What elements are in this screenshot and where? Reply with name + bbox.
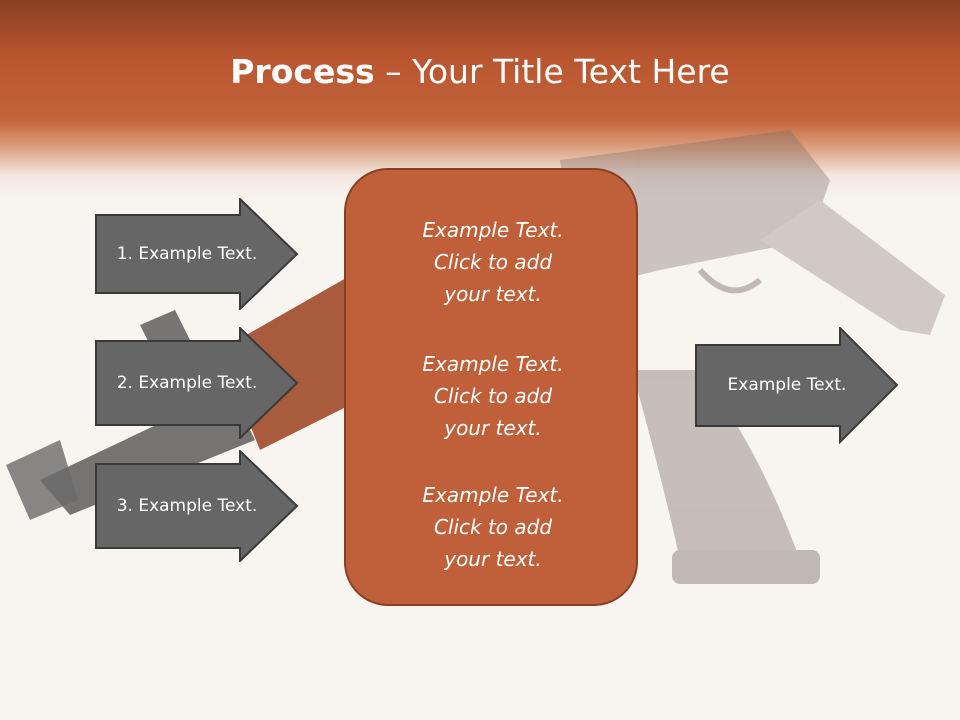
result-arrow[interactable]: Example Text. [695,327,905,445]
center-item-3: Example Text. Click to add your text. [346,479,640,575]
process-step-arrow-3[interactable]: 3. Example Text. [95,450,305,562]
step-1-label: 1. Example Text. [116,244,258,264]
step-2-label: 2. Example Text. [116,373,258,393]
center-item-2-line2: Click to add [433,384,553,408]
center-item-2-line1: Example Text. [422,352,564,376]
title-bold-text: Process [230,52,375,91]
center-item-2: Example Text. Click to add your text. [346,348,640,444]
center-text-box[interactable]: Example Text. Click to add your text. Ex… [344,168,638,606]
process-step-arrow-2[interactable]: 2. Example Text. [95,327,305,439]
center-item-3-line2: Click to add [433,515,553,539]
center-item-3-line3: your text. [444,547,542,571]
title-text: – Your Title Text Here [374,52,730,91]
center-item-1-line3: your text. [444,282,542,306]
title-banner [0,0,960,200]
center-item-2-line3: your text. [444,416,542,440]
process-step-arrow-1[interactable]: 1. Example Text. [95,198,305,310]
slide-title: Process – Your Title Text Here [0,52,960,91]
center-item-1-line1: Example Text. [422,218,564,242]
result-label: Example Text. [727,375,847,395]
center-item-3-line1: Example Text. [422,483,564,507]
center-item-1-line2: Click to add [433,250,553,274]
center-item-1: Example Text. Click to add your text. [346,214,640,310]
step-3-label: 3. Example Text. [116,496,258,516]
